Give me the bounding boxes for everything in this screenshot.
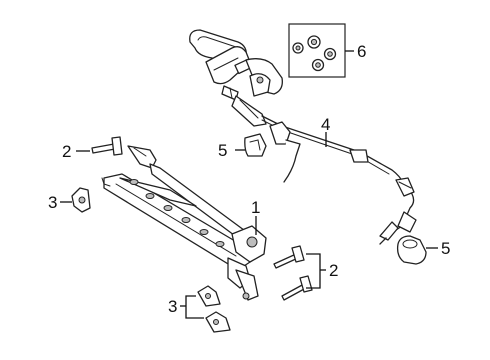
callout-2-right: 2 — [329, 261, 338, 280]
callout-4: 4 — [321, 115, 330, 134]
upper-hose-assembly — [189, 29, 283, 127]
callout-3-bottom: 3 — [168, 297, 177, 316]
callout-1: 1 — [251, 198, 260, 217]
isolator-part-5-right — [396, 235, 427, 265]
bracket-part-3-left — [71, 187, 91, 213]
kit-box-part-6 — [288, 23, 346, 78]
clip-part-5-left — [244, 133, 267, 157]
callout-5-left: 5 — [218, 141, 227, 160]
callout-5-right: 5 — [441, 239, 450, 258]
leader-3-bottom — [185, 295, 204, 319]
cooler-line-part-4 — [261, 115, 417, 245]
callout-6: 6 — [357, 42, 366, 61]
callout-2-left: 2 — [62, 142, 71, 161]
bolts-part-2-right — [273, 245, 313, 301]
brackets-part-3-bottom — [197, 285, 231, 333]
callout-3-left: 3 — [48, 193, 57, 212]
leader-2-right — [306, 253, 321, 289]
bolt-part-2-left — [91, 136, 123, 156]
cooler-assembly-part-1 — [101, 145, 267, 301]
